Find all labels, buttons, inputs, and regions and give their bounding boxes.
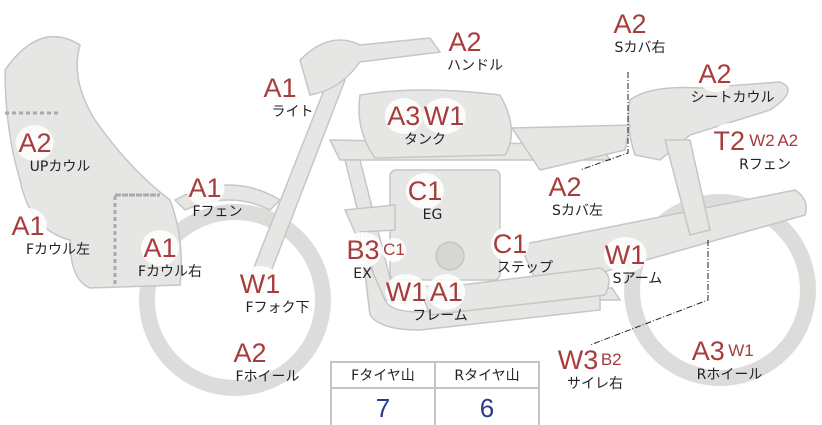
damage-code: A2 <box>610 6 649 42</box>
part-label: Fフォク下 <box>245 300 310 316</box>
damage-code: A1 <box>141 230 179 266</box>
damage-code: A2 <box>696 56 734 92</box>
front-tire-value: 7 <box>330 387 436 425</box>
part-s-cover-left[interactable]: A2 Sカバ左 <box>527 169 603 219</box>
damage-code: C1 <box>406 173 444 209</box>
damage-code: A1 <box>9 208 47 244</box>
damage-code: A1 <box>186 170 224 206</box>
part-label: Sカバ左 <box>552 203 603 219</box>
part-label: Sアーム <box>612 271 663 287</box>
part-f-fender[interactable]: A1 Fフェン <box>167 170 243 220</box>
part-label: タンク <box>404 132 446 148</box>
part-step[interactable]: C1 ステップ <box>467 226 553 276</box>
damage-code: W1 <box>384 274 428 310</box>
part-label: シートカウル <box>690 90 775 106</box>
part-light[interactable]: A1 ライト <box>247 70 314 120</box>
part-f-cowl-right[interactable]: A1 Fカウル右 <box>118 230 202 280</box>
part-label: ステップ <box>497 260 553 276</box>
damage-code: A1 <box>427 274 466 310</box>
front-cowl-shape <box>4 36 182 289</box>
damage-code: C1 <box>491 226 529 262</box>
part-handle[interactable]: A2 ハンドル <box>427 24 503 74</box>
handle-shape <box>299 37 442 96</box>
step-shape <box>435 241 465 271</box>
part-s-cover-right[interactable]: A2 Sカバ右 <box>595 6 666 56</box>
damage-code: A2 <box>545 169 584 205</box>
damage-code: A2 <box>231 335 269 371</box>
cowl-divider-line <box>5 111 160 285</box>
silencer-leader <box>589 240 709 346</box>
damage-code: B2 <box>599 348 624 372</box>
damage-code: T2 <box>710 123 749 159</box>
rear-shock-shape <box>664 139 711 236</box>
part-label: Fカウル左 <box>25 242 91 258</box>
part-engine[interactable]: C1 EG <box>406 173 444 223</box>
front-tire-header: Fタイヤ山 <box>330 361 436 389</box>
part-label: UPカウル <box>29 159 91 175</box>
part-label: ライト <box>271 104 314 120</box>
part-f-wheel[interactable]: A2 Fホイール <box>200 335 300 385</box>
part-f-cowl-left[interactable]: A1 Fカウル左 <box>0 208 90 258</box>
part-label: Fホイール <box>235 369 300 385</box>
damage-code: W1 <box>422 98 466 134</box>
damage-code: A3 <box>384 98 423 134</box>
part-seat-cowl[interactable]: A2 シートカウル <box>656 56 775 106</box>
front-wheel-shape <box>139 204 331 396</box>
rear-tire-header: Rタイヤ山 <box>434 361 540 389</box>
part-up-cowl[interactable]: A2 UPカウル <box>0 125 90 175</box>
damage-code: C1 <box>382 238 406 262</box>
damage-code: W1 <box>603 237 647 273</box>
part-f-fork-lower[interactable]: W1 Fフォク下 <box>210 266 310 316</box>
rear-tire-value: 6 <box>434 387 540 425</box>
part-label: Sカバ右 <box>614 40 666 56</box>
rear-wheel-shape <box>624 194 816 386</box>
part-label: サイレ右 <box>567 376 623 392</box>
damage-code: W1 <box>727 339 755 363</box>
part-label: Rホイール <box>696 367 763 383</box>
damage-code: W1 <box>238 266 282 302</box>
swing-arm-shape <box>518 189 807 291</box>
part-label: Fフェン <box>192 204 243 220</box>
damage-code: W2 <box>748 129 776 153</box>
damage-code: A2 <box>446 24 484 60</box>
silencer-shape <box>418 267 610 316</box>
part-swing-arm[interactable]: W1 Sアーム <box>588 237 663 287</box>
side-cover-shape <box>510 124 631 171</box>
part-label: EG <box>422 207 443 223</box>
part-label: フレーム <box>412 308 468 324</box>
part-label: ハンドル <box>447 58 503 74</box>
damage-code: W3 <box>556 342 600 378</box>
part-label: EX <box>353 266 372 282</box>
damage-code: B3 <box>344 232 382 268</box>
damage-code: A2 <box>775 129 800 153</box>
damage-code: A3 <box>689 333 728 369</box>
s-cover-right-leader <box>579 72 629 171</box>
damage-code: A2 <box>15 125 54 161</box>
damage-code: A1 <box>261 70 299 106</box>
part-label: Fカウル右 <box>137 264 203 280</box>
part-label: Rフェン <box>739 157 791 173</box>
